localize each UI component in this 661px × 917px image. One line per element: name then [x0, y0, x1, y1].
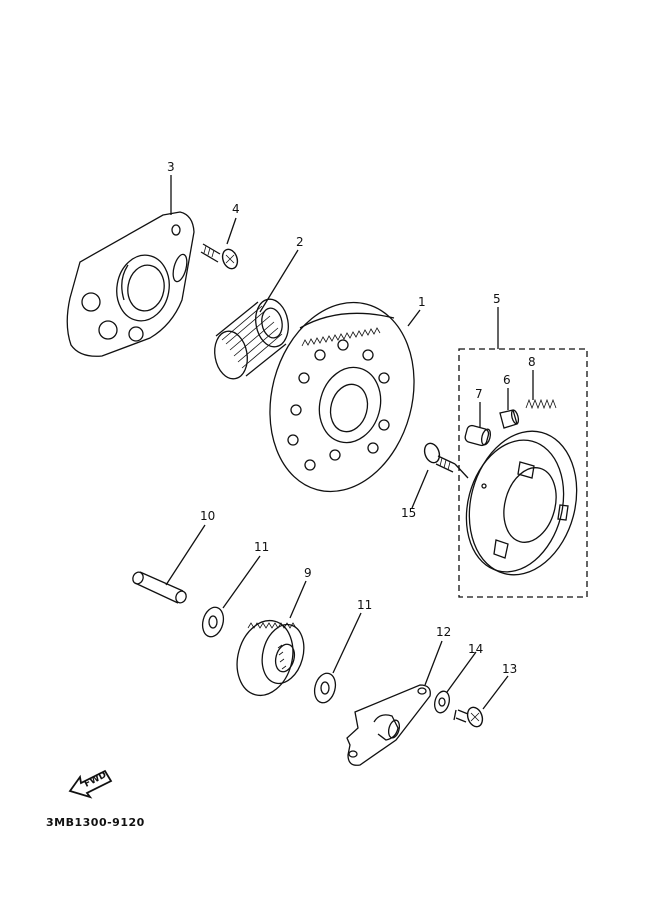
part-12-stopper-plate	[346, 684, 431, 766]
callout-8: 8	[528, 355, 536, 369]
part-15-bolt	[423, 442, 469, 479]
callout-4: 4	[232, 202, 240, 216]
callout-2: 2	[296, 235, 304, 249]
part-11-washer-upper	[201, 606, 225, 638]
callout-9: 9	[304, 566, 312, 580]
part-9-idle-gear	[236, 619, 305, 697]
part-13-screw	[453, 706, 484, 728]
callout-6: 6	[503, 373, 511, 387]
callout-13: 13	[502, 662, 518, 676]
diagram-code: 3MB1300-9120	[46, 816, 145, 829]
part-4-screw	[200, 243, 239, 270]
part-8-spring	[525, 398, 557, 410]
callout-7: 7	[475, 387, 483, 401]
part-5-clutch-ring	[465, 430, 578, 576]
callout-11-lower: 11	[357, 598, 373, 612]
part-14-washer	[434, 690, 450, 714]
callout-12: 12	[436, 625, 452, 639]
leader-lines	[165, 175, 534, 710]
callout-15: 15	[401, 506, 417, 520]
part-5-assembly-box	[458, 348, 588, 598]
callout-3: 3	[167, 160, 175, 174]
callout-5: 5	[493, 292, 501, 306]
fwd-arrow-icon	[68, 769, 113, 799]
callout-14: 14	[468, 642, 484, 656]
part-1-starter-gear	[269, 301, 415, 493]
callout-1: 1	[418, 295, 426, 309]
part-3-bracket-plate	[66, 211, 195, 357]
part-7-roller	[464, 424, 492, 447]
part-2-needle-bearing	[214, 298, 289, 380]
callout-10: 10	[200, 509, 216, 523]
part-11-washer-lower	[313, 672, 337, 704]
callout-11-upper: 11	[254, 540, 270, 554]
part-10-pin	[132, 571, 187, 604]
part-6-plunger	[499, 409, 520, 429]
